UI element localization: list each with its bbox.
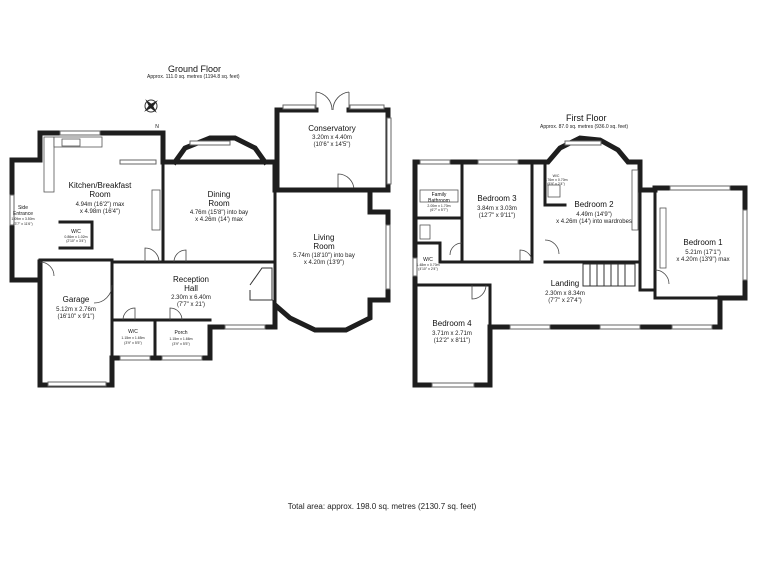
room-wc-first: W/C 1.48m x 0.70m (4'10" x 2'4") (416, 257, 439, 271)
side-entrance-dim-2: (3'7" x 11'6") (13, 222, 32, 226)
garage-name: Garage (63, 295, 90, 304)
wc-ensuite-dim-2: (5'9" x 2'4") (547, 182, 565, 186)
bedroom1-name: Bedroom 1 (683, 238, 723, 247)
room-living: Living Room 5.74m (18'10") into bay x 4.… (293, 233, 355, 266)
family-bathroom-name-2: Bathroom (428, 198, 450, 204)
wc-dim-2: (3'9" x 5'5") (124, 341, 142, 345)
room-kitchen: Kitchen/Breakfast Room 4.94m (16'2") max… (69, 181, 132, 215)
wc-ensuite-name: W/C (553, 174, 560, 178)
wc-first-dim-1: 1.48m x 0.70m (416, 263, 439, 267)
room-reception-hall: Reception Hall 2.30m x 6.40m (7'7" x 21'… (171, 275, 211, 308)
wc-small-dim-1: 0.86m x 1.02m (64, 235, 87, 239)
room-bedroom-2: Bedroom 2 4.49m (14'9") x 4.26m (14') in… (556, 200, 632, 225)
garage-dim-1: 5.12m x 2.76m (56, 307, 96, 313)
bedroom4-dim-1: 3.71m x 2.71m (432, 331, 472, 337)
porch-dim-1: 1.15m x 1.66m (169, 337, 192, 341)
conservatory-dim-1: 3.20m x 4.40m (312, 135, 352, 141)
room-dining: Dining Room 4.76m (15'8") into bay x 4.2… (190, 190, 248, 223)
room-bedroom-1: Bedroom 1 5.21m (17'1") x 4.20m (13'9") … (676, 238, 729, 263)
room-landing: Landing 2.30m x 8.34m (7'7" x 27'4") (545, 279, 585, 304)
first-floor-title: First Floor (566, 113, 607, 123)
room-family-bathroom: Family Bathroom 2.00m x 1.70m (6'7" x 5'… (427, 192, 450, 212)
dining-name-2: Room (208, 199, 230, 208)
room-porch: Porch 1.15m x 1.66m (3'9" x 5'5") (169, 330, 192, 346)
garage-dim-2: (16'10" x 9'1") (58, 314, 95, 320)
total-area: Total area: approx. 198.0 sq. metres (21… (288, 502, 477, 511)
family-bathroom-dim-1: 2.00m x 1.70m (427, 204, 450, 208)
ground-floor: Ground Floor Approx. 111.0 sq. metres (1… (9, 64, 392, 388)
landing-name: Landing (551, 279, 579, 288)
bedroom1-dim-2: x 4.20m (13'9") max (676, 257, 729, 263)
family-bathroom-dim-2: (6'7" x 5'7") (430, 208, 448, 212)
wc-first-name: W/C (423, 257, 433, 263)
bedroom4-dim-2: (12'2" x 8'11") (434, 338, 470, 344)
first-floor-area: Approx. 87.0 sq. metres (936.0 sq. feet) (540, 124, 628, 130)
ground-floor-title: Ground Floor (168, 64, 221, 74)
porch-dim-2: (3'9" x 5'5") (172, 342, 190, 346)
kitchen-name-2: Room (89, 190, 111, 199)
stairs (582, 263, 636, 287)
living-dim-2: x 4.20m (13'9") (304, 260, 344, 266)
dining-dim-2: x 4.26m (14') max (195, 217, 243, 223)
kitchen-dim-2: x 4.98m (16'4") (80, 209, 120, 215)
landing-dim-1: 2.30m x 8.34m (545, 291, 585, 297)
compass-icon: N (144, 99, 159, 130)
bedroom2-dim-2: x 4.26m (14') into wardrobes (556, 219, 632, 225)
room-wc: W/C 1.15m x 1.65m (3'9" x 5'5") (121, 329, 144, 345)
reception-dim-2: (7'7" x 21') (177, 302, 205, 308)
living-name-2: Room (313, 242, 335, 251)
wc-name: W/C (128, 329, 138, 335)
conservatory-dim-2: (10'6" x 14'5") (314, 142, 351, 148)
landing-dim-2: (7'7" x 27'4") (548, 298, 582, 304)
room-side-entrance: Side Entrance 1.09m x 3.50m (3'7" x 11'6… (11, 205, 34, 226)
room-bedroom-3: Bedroom 3 3.84m x 3.03m (12'7" x 9'11") (477, 194, 517, 219)
kitchen-dim-1: 4.94m (16'2") max (76, 202, 125, 208)
living-name: Living (314, 233, 335, 242)
wc-dim-1: 1.15m x 1.65m (121, 336, 144, 340)
wc-ensuite-dim-1: 1.76m x 0.70m (544, 178, 567, 182)
bedroom3-dim-1: 3.84m x 3.03m (477, 206, 517, 212)
wc-first-dim-2: (4'10" x 2'4") (418, 267, 438, 271)
bedroom3-name: Bedroom 3 (477, 194, 517, 203)
compass-label: N (155, 124, 159, 130)
bedroom1-dim-1: 5.21m (17'1") (685, 250, 721, 256)
porch-name: Porch (174, 330, 187, 336)
conservatory (274, 91, 392, 193)
room-wc-ensuite: W/C 1.76m x 0.70m (5'9" x 2'4") (544, 174, 567, 186)
room-wc-small: W/C 0.86m x 1.02m (2'10" x 3'4") (64, 229, 87, 243)
bedroom2-name: Bedroom 2 (574, 200, 614, 209)
bedroom3-dim-2: (12'7" x 9'11") (479, 213, 515, 219)
kitchen-name: Kitchen/Breakfast (69, 181, 132, 190)
reception-name-2: Hall (184, 284, 198, 293)
reception-name: Reception (173, 275, 209, 284)
reception-dim-1: 2.30m x 6.40m (171, 295, 211, 301)
bedroom2-dim-1: 4.49m (14'9") (576, 212, 612, 218)
room-bedroom-4: Bedroom 4 3.71m x 2.71m (12'2" x 8'11") (432, 319, 472, 344)
ground-floor-area: Approx. 111.0 sq. metres (1194.8 sq. fee… (147, 74, 240, 80)
wc-small-dim-2: (2'10" x 3'4") (66, 239, 86, 243)
conservatory-name: Conservatory (308, 124, 356, 133)
wc-small-name: W/C (71, 229, 81, 235)
side-entrance-name: Side (18, 205, 28, 211)
side-entrance-dim-1: 1.09m x 3.50m (11, 217, 34, 221)
side-entrance-name-2: Entrance (13, 211, 33, 217)
room-garage: Garage 5.12m x 2.76m (16'10" x 9'1") (56, 295, 96, 320)
dining-name: Dining (208, 190, 231, 199)
first-floor: First Floor Approx. 87.0 sq. metres (936… (412, 113, 748, 388)
family-bathroom-name: Family (432, 192, 447, 198)
living-dim-1: 5.74m (18'10") into bay (293, 253, 355, 259)
dining-dim-1: 4.76m (15'8") into bay (190, 210, 248, 216)
room-conservatory: Conservatory 3.20m x 4.40m (10'6" x 14'5… (308, 124, 356, 148)
bedroom4-name: Bedroom 4 (432, 319, 472, 328)
